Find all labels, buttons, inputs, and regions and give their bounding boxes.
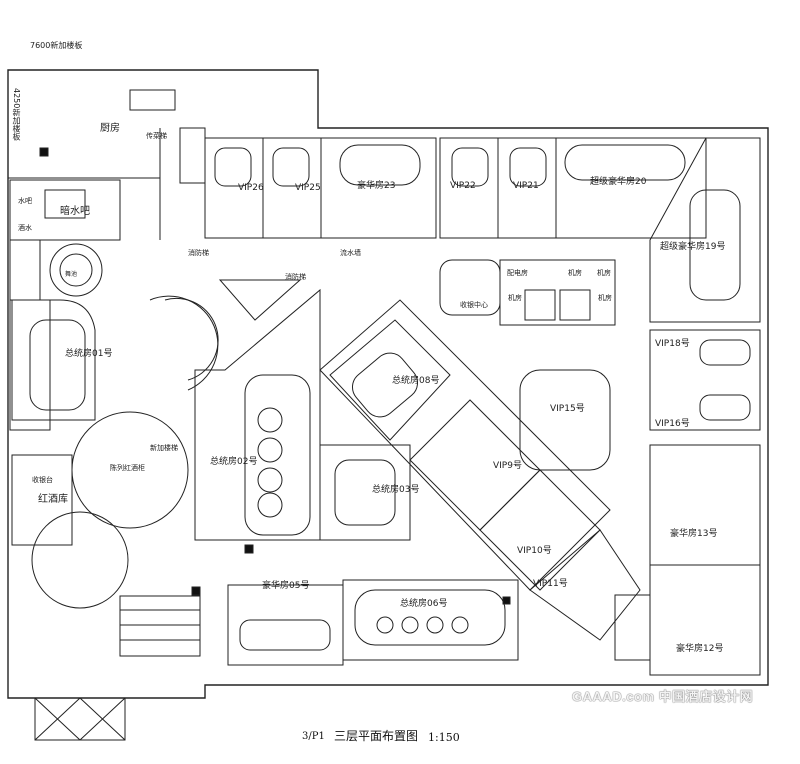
watermark: GAAAD.com 中国酒店设计网 (572, 689, 754, 704)
vip22-label: VIP22 (450, 181, 476, 191)
display-wine-label: 陈列红酒柜 (110, 464, 145, 472)
water-bar-label: 水吧 (18, 197, 32, 205)
vip26-label: VIP26 (238, 183, 264, 193)
vip25-label: VIP25 (295, 183, 321, 193)
super-luxury20-label: 超级豪华房20 (590, 177, 647, 187)
fire-stair-label: 消防梯 (188, 249, 209, 257)
president-03-label: 总统房03号 (372, 485, 420, 495)
drawing-scale: 1:150 (428, 731, 460, 744)
dumbwaiter-label: 传菜梯 (146, 132, 167, 140)
cashier-label: 收银台 (32, 476, 53, 484)
super-luxury19-label: 超级豪华房19号 (660, 242, 726, 252)
red-wine-label: 红酒库 (38, 494, 68, 505)
dark-bar-label: 暗水吧 (60, 206, 90, 217)
luxury23-label: 豪华房23 (357, 181, 396, 191)
president-02-label: 总统房02号 (210, 457, 258, 467)
new-stair-label: 新加楼梯 (150, 444, 178, 452)
president-06-label: 总统房06号 (400, 599, 448, 609)
luxury12-label: 豪华房12号 (676, 644, 724, 654)
sheet-number: 3/P1 (302, 731, 325, 742)
machine-label: 机房 (568, 269, 582, 277)
machine-2-label: 机房 (597, 269, 611, 277)
vip15-label: VIP15号 (550, 404, 585, 414)
vip16-label: VIP16号 (655, 419, 690, 429)
kitchen-label: 厨房 (100, 123, 120, 134)
stage-label: 舞池 (65, 271, 78, 278)
machine-3-label: 机房 (508, 294, 522, 302)
check-center-label: 收银中心 (460, 301, 488, 309)
vip18-label: VIP18号 (655, 339, 690, 349)
distribution-label: 配电房 (507, 269, 528, 277)
machine-4-label: 机房 (598, 294, 612, 302)
water-wall-label: 流水墙 (340, 249, 361, 257)
luxury05-label: 豪华房05号 (262, 581, 310, 591)
top-dimension-label: 7600新加楼板 (30, 41, 83, 50)
vip11-label: VIP11号 (533, 579, 568, 589)
fire-stair-2-label: 消防梯 (285, 273, 306, 281)
president-01-label: 总统房01号 (65, 349, 113, 359)
president-08-label: 总统房08号 (392, 376, 440, 386)
liquor-label: 酒水 (18, 224, 32, 232)
side-dimension-label: 4250新加楼板 (12, 88, 21, 141)
vip10-label: VIP10号 (517, 546, 552, 556)
vip21-label: VIP21 (513, 181, 539, 191)
drawing-title: 三层平面布置图 (334, 729, 419, 743)
vip9-label: VIP9号 (493, 461, 522, 471)
luxury13-label: 豪华房13号 (670, 529, 718, 539)
